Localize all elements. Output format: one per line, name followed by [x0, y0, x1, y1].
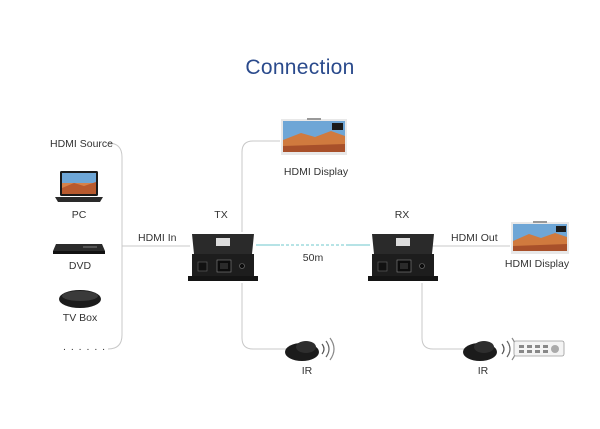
- dvd-player-icon: [53, 244, 105, 254]
- rx-receiver-unit: [368, 234, 438, 281]
- pc-laptop-icon: [55, 171, 103, 202]
- hdmi-source-heading: HDMI Source: [50, 138, 114, 150]
- tx-ir-receiver-icon: [285, 337, 335, 361]
- rx-hdmi-display-label: HDMI Display: [504, 258, 570, 270]
- more-sources-ellipsis: . . . . . .: [63, 341, 107, 353]
- hdmi-in-label: HDMI In: [138, 232, 177, 244]
- rx-ir-emitter-icon: [463, 337, 517, 361]
- source-item-dvd: DVD: [68, 260, 92, 272]
- tx-ir-label: IR: [301, 365, 313, 377]
- source-item-pc: PC: [71, 209, 87, 221]
- source-item-tv-box: TV Box: [62, 312, 98, 324]
- tx-hdmi-display-label: HDMI Display: [283, 166, 349, 178]
- tx-hdmi-display-icon: [281, 118, 347, 155]
- tx-display-line: [241, 140, 280, 232]
- tx-ir-line: [241, 283, 290, 350]
- rx-ir-label: IR: [477, 365, 489, 377]
- tx-transmitter-unit: [188, 234, 258, 281]
- source-bracket: [107, 142, 123, 350]
- hdmi-out-label: HDMI Out: [451, 232, 498, 244]
- link-distance-label: 50m: [302, 252, 324, 264]
- rx-ir-line: [421, 283, 466, 350]
- tv-box-icon: [59, 290, 101, 308]
- rx-label: RX: [394, 209, 410, 221]
- page-title: Connection: [245, 56, 355, 79]
- rx-hdmi-display-icon: [511, 221, 569, 254]
- remote-control-icon: [513, 340, 565, 357]
- tx-label: TX: [214, 209, 228, 221]
